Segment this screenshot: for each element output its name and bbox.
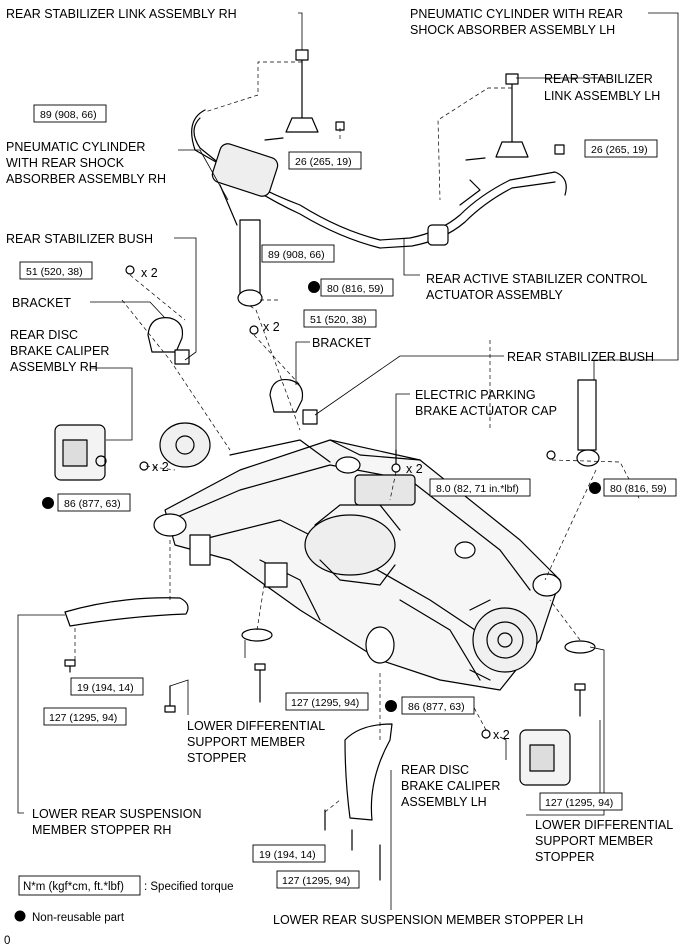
torque-51a: 51 (520, 38)	[26, 266, 83, 278]
nonreusable-markers	[14, 281, 601, 922]
legend-nonreusable-text: Non-reusable part	[32, 912, 125, 924]
label-bracket-rh: BRACKET	[12, 296, 71, 310]
torque-127a: 127 (1295, 94)	[291, 697, 359, 709]
dashed-guide-lines	[74, 61, 641, 813]
label-lower-rear-susp-stopper-rh: LOWER REAR SUSPENSION MEMBER STOPPER RH	[32, 807, 205, 837]
x2-caliper-rh: x 2	[152, 460, 169, 474]
label-rear-stabilizer-link-rh: REAR STABILIZER LINK ASSEMBLY RH	[6, 7, 237, 21]
torque-86b: 86 (877, 63)	[408, 701, 465, 713]
x2-caliper-lh: x 2	[493, 728, 510, 742]
label-rear-stabilizer-link-lh: REAR STABILIZER LINK ASSEMBLY LH	[544, 72, 660, 103]
shock-absorber-lh	[546, 379, 600, 467]
stabilizer-bush-lh	[249, 325, 318, 425]
label-rear-active-stabilizer: REAR ACTIVE STABILIZER CONTROL ACTUATOR …	[426, 272, 650, 302]
label-lower-rear-susp-stopper-lh: LOWER REAR SUSPENSION MEMBER STOPPER LH	[273, 913, 583, 927]
nonreusable-dot	[385, 700, 397, 712]
nonreusable-dot	[308, 281, 320, 293]
member-stopper-rh	[64, 597, 189, 713]
legend-torque-text: : Specified torque	[144, 881, 234, 893]
torque-127d: 127 (1295, 94)	[282, 875, 350, 887]
footer-code: 0	[4, 935, 10, 947]
brake-caliper-lh	[481, 729, 571, 786]
stabilizer-bush-rh	[125, 265, 190, 365]
nonreusable-dot	[42, 497, 54, 509]
parts-artwork	[54, 49, 600, 881]
label-electric-parking-cap: ELECTRIC PARKING BRAKE ACTUATOR CAP	[415, 388, 557, 418]
torque-19a: 19 (194, 14)	[77, 682, 134, 694]
suspension-member-illustration	[153, 422, 562, 691]
part-labels: REAR STABILIZER LINK ASSEMBLY RH PNEUMAT…	[6, 7, 676, 927]
torque-80b: 80 (816, 59)	[610, 483, 667, 495]
diff-stopper-center	[241, 628, 273, 703]
torque-values: 89 (908, 66) 26 (265, 19) 26 (265, 19) 8…	[26, 109, 667, 887]
label-lower-diff-stopper-right: LOWER DIFFERENTIAL SUPPORT MEMBER STOPPE…	[535, 818, 676, 864]
label-rear-stabilizer-bush-lh: REAR STABILIZER BUSH	[507, 350, 654, 364]
label-pneumatic-cylinder-rh: PNEUMATIC CYLINDER WITH REAR SHOCK ABSOR…	[6, 140, 166, 186]
legend-torque-units: N*m (kgf*cm, ft.*lbf)	[23, 881, 124, 893]
member-stopper-lh	[324, 723, 393, 881]
label-rear-disc-caliper-rh: REAR DISC BRAKE CALIPER ASSEMBLY RH	[10, 328, 113, 374]
brake-caliper-rh	[54, 424, 149, 481]
multipliers: x 2 x 2 x 2 x 2 x 2	[141, 266, 510, 742]
diff-stopper-right	[564, 640, 596, 717]
torque-127b: 127 (1295, 94)	[49, 712, 117, 724]
shock-absorber-rh	[219, 184, 263, 307]
legend: N*m (kgf*cm, ft.*lbf) : Specified torque…	[4, 881, 234, 947]
torque-86a: 86 (877, 63)	[64, 498, 121, 510]
leader-lines	[17, 12, 679, 910]
label-rear-stabilizer-bush-rh: REAR STABILIZER BUSH	[6, 232, 153, 246]
torque-80a: 80 (816, 59)	[327, 283, 384, 295]
x2-bracket-lh: x 2	[263, 320, 280, 334]
x2-parking: x 2	[406, 462, 423, 476]
label-pneumatic-cylinder-lh: PNEUMATIC CYLINDER WITH REAR SHOCK ABSOR…	[410, 7, 626, 37]
label-lower-diff-stopper-center: LOWER DIFFERENTIAL SUPPORT MEMBER STOPPE…	[187, 719, 328, 765]
torque-26b: 26 (265, 19)	[591, 144, 648, 156]
label-bracket-lh: BRACKET	[312, 336, 371, 350]
torque-89b: 89 (908, 66)	[268, 249, 325, 261]
label-rear-disc-caliper-lh: REAR DISC BRAKE CALIPER ASSEMBLY LH	[401, 763, 504, 809]
stabilizer-link-rh	[264, 49, 345, 141]
stabilizer-link-lh	[465, 73, 565, 161]
torque-89a: 89 (908, 66)	[40, 109, 97, 121]
torque-26a: 26 (265, 19)	[295, 156, 352, 168]
torque-8: 8.0 (82, 71 in.*lbf)	[436, 483, 519, 495]
nonreusable-dot	[589, 482, 601, 494]
torque-127c: 127 (1295, 94)	[545, 797, 613, 809]
stabilizer-bar-illustration	[191, 109, 567, 249]
torque-boxes	[18, 104, 677, 896]
torque-19b: 19 (194, 14)	[259, 849, 316, 861]
torque-51b: 51 (520, 38)	[310, 314, 367, 326]
nonreusable-dot	[14, 910, 26, 922]
x2-bush-rh: x 2	[141, 266, 158, 280]
